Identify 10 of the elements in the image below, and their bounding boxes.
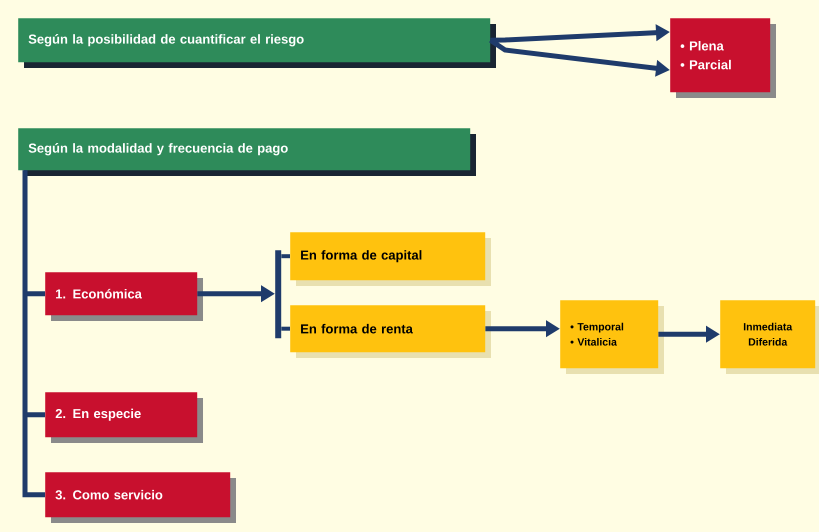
option-box: • Plena • Parcial (670, 18, 776, 98)
option-box: 3. Como servicio (45, 472, 236, 523)
option-box: • Temporal • Vitalicia (560, 300, 664, 374)
option-box: Inmediata Diferida (720, 300, 819, 374)
option-box: En forma de capital (290, 232, 491, 286)
option-box: 1. Económica (45, 272, 203, 321)
category-box: Según la modalidad y frecuencia de pago (18, 128, 476, 176)
option-box: 2. En especie (45, 392, 203, 443)
category-box: Según la posibilidad de cuantificar el riesgo (18, 18, 496, 68)
option-box: En forma de renta (290, 305, 491, 358)
